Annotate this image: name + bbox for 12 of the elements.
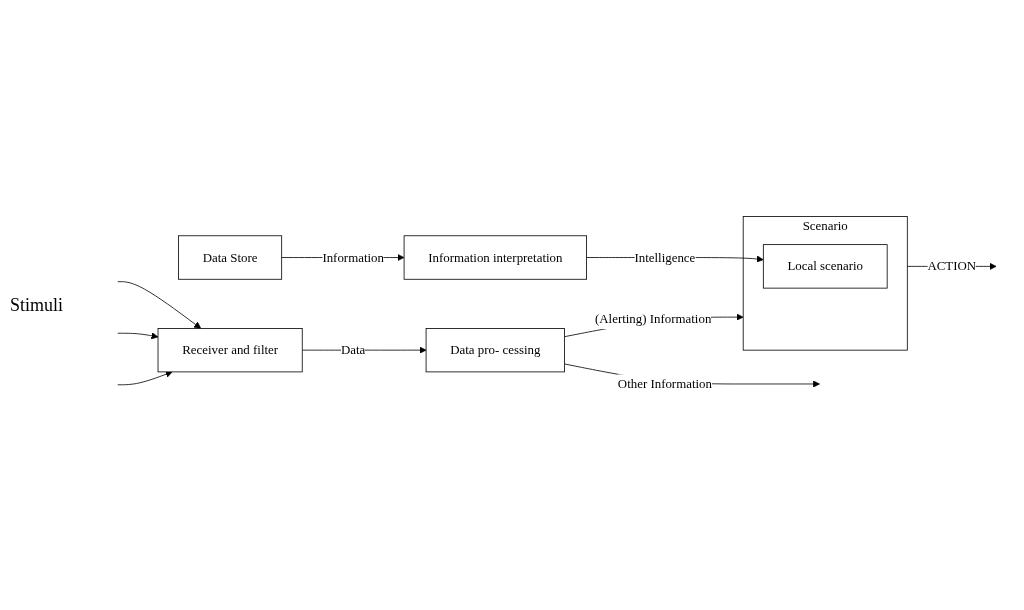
node-box: Data Store [178,235,283,280]
edge-label: Data [340,342,366,357]
edge-label: Other Information [617,376,712,391]
edge-label: ACTION [927,259,977,273]
edge-label: (Alerting) Information [595,312,712,326]
node-box: Information interpretation [403,235,587,280]
edge-label: Intelligence [634,250,696,264]
node-box: Receiver and filter [157,327,303,373]
edge-label: Information [322,250,384,264]
input-label: Stimuli [10,294,64,316]
node-box: Local scenario [762,244,888,289]
node-box: Data pro- cessing [425,327,565,373]
